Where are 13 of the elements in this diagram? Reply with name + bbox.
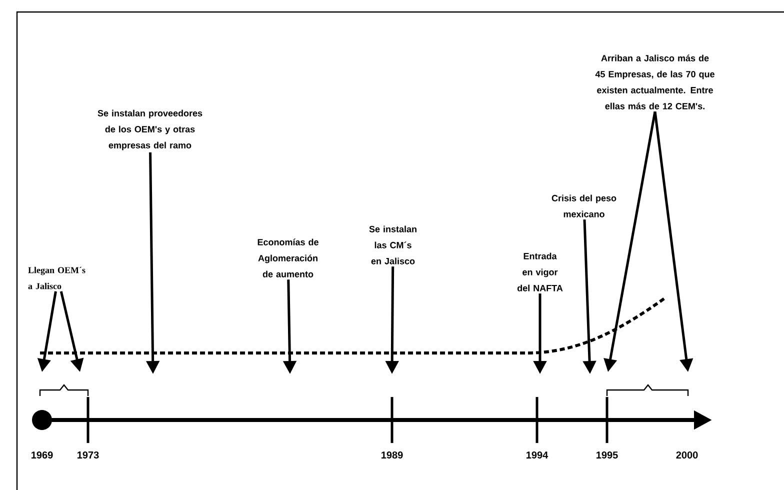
year-label: 1973 <box>78 451 99 459</box>
event-text: Entrada en vigor del NAFTA <box>517 252 563 292</box>
event-text: Se instalan proveedores de los OEM's y otras empresas del ramo <box>98 110 202 150</box>
event-text: Crisis del peso mexicano <box>552 194 616 218</box>
event-text: Se instalan las CM´s en Jalisco <box>369 226 416 264</box>
year-label: 1995 <box>596 451 618 459</box>
event-text: Arriban a Jalisco más de 45 Empresas, de las 70 que existen actualmente. Entre ellas más de 12 CEM's. <box>595 54 714 110</box>
year-label: 1994 <box>526 451 548 459</box>
year-label: 2000 <box>676 451 698 459</box>
year-label: 1969 <box>32 451 53 459</box>
event-text: Llegan OEM´s a Jalisco <box>28 266 86 290</box>
event-text: Economías de Aglomeración de aumento <box>258 238 318 278</box>
year-label: 1989 <box>382 451 403 459</box>
